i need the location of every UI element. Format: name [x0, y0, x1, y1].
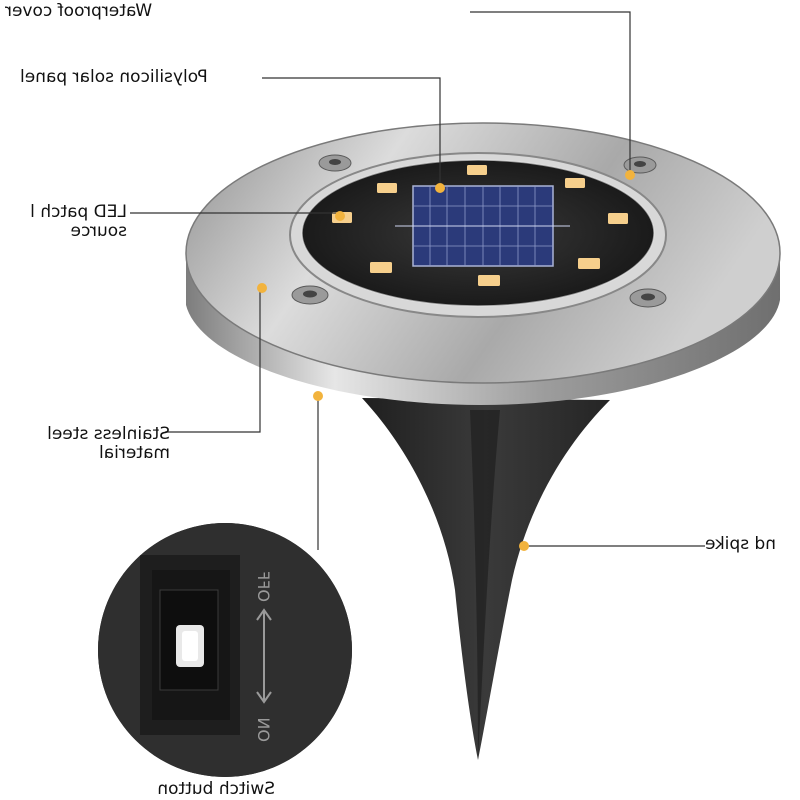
stainless-steel-text-1: Stainless steel: [47, 424, 170, 444]
switch-off-mark: OFF: [254, 571, 273, 602]
led-chip: [608, 213, 628, 224]
led-chip: [578, 258, 600, 269]
marker-dot: [257, 283, 267, 293]
switch-markings: ON OFF: [254, 571, 273, 742]
screw-icon: [623, 156, 657, 174]
leader-lines: [130, 11, 705, 550]
stainless-steel-text-2: material: [99, 443, 170, 463]
led-chip: [565, 178, 585, 188]
marker-dot: [519, 541, 529, 551]
led-source-text-1: LED patch l: [30, 202, 127, 222]
marker-dot: [625, 170, 635, 180]
led-chips: [332, 165, 628, 286]
screws: [291, 154, 667, 308]
solar-panel: [395, 185, 570, 267]
ground-spike-label: nd spike: [705, 534, 795, 554]
led-source-label: LED patch l source: [30, 202, 127, 241]
switch-on-mark: ON: [254, 717, 273, 742]
marker-dot: [313, 391, 323, 401]
switch-button-text: Switch button: [157, 779, 275, 799]
waterproof-cover-text: Waterproof cover: [5, 1, 153, 21]
marker-dot: [435, 183, 445, 193]
led-chip: [377, 183, 397, 193]
switch-button-label: Switch button: [155, 779, 275, 799]
led-chip: [478, 275, 500, 286]
switch-inset: ON OFF: [98, 523, 352, 777]
screw-icon: [318, 154, 352, 172]
stainless-steel-label: Stainless steel material: [10, 424, 170, 463]
solar-panel-text: Polysilicon solar panel: [20, 67, 208, 87]
ground-spike: [362, 398, 610, 760]
ground-spike-text: nd spike: [705, 534, 777, 554]
solar-panel-label: Polysilicon solar panel: [20, 67, 260, 87]
led-source-text-2: source: [70, 221, 127, 241]
led-chip: [467, 165, 487, 175]
leader-waterproof: [470, 11, 631, 172]
screw-icon: [291, 285, 329, 305]
leader-solar: [262, 77, 441, 185]
leader-steel: [165, 292, 261, 433]
callout-markers: [257, 170, 635, 551]
marker-dot: [335, 211, 345, 221]
waterproof-cover-label: Waterproof cover: [5, 1, 470, 21]
screw-icon: [629, 288, 667, 308]
led-chip: [370, 262, 392, 273]
